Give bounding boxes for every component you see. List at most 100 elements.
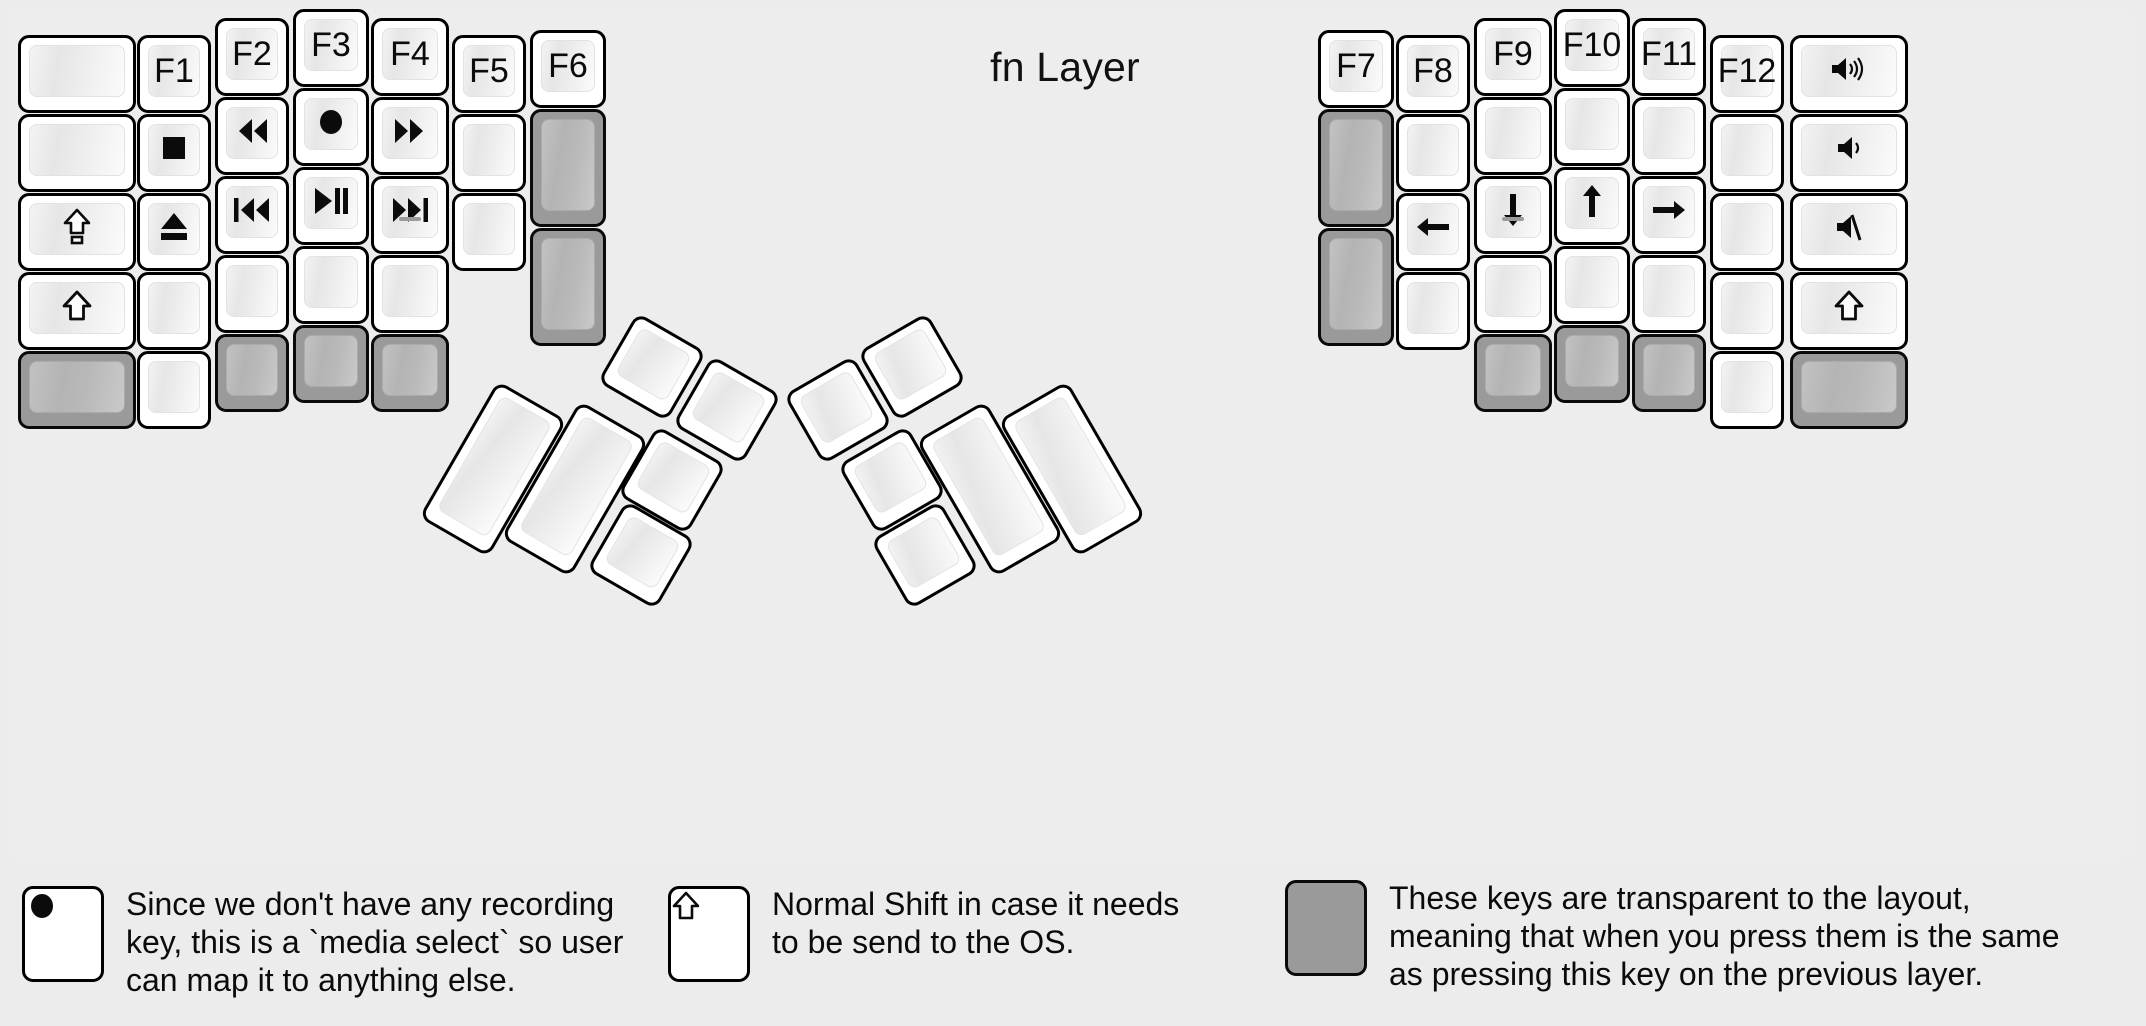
right-pinky-key-4[interactable] xyxy=(1710,351,1784,429)
left-ring-key-4[interactable] xyxy=(215,334,289,412)
right-pinky-outer-key-2[interactable] xyxy=(1790,193,1908,271)
legend: Since we don't have any recording key, t… xyxy=(0,866,2146,1026)
left-index-inner-key-1[interactable] xyxy=(452,114,526,192)
left-middle-key-2[interactable] xyxy=(293,167,369,245)
right-inner-key-1[interactable] xyxy=(1318,109,1394,227)
left-pinky-key-0[interactable]: F1 xyxy=(137,35,211,113)
left-pinky-outer-key-2[interactable] xyxy=(18,193,136,271)
right-ring-key-3[interactable] xyxy=(1632,255,1706,333)
keycap-surface xyxy=(29,203,125,255)
left-pinky-key-1[interactable] xyxy=(137,114,211,192)
right-inner-key-2[interactable] xyxy=(1318,228,1394,346)
right-index-inner-key-3[interactable] xyxy=(1396,272,1470,350)
right-pinky-outer-key-1[interactable] xyxy=(1790,114,1908,192)
right-pinky-key-0[interactable]: F12 xyxy=(1710,35,1784,113)
keycap-surface xyxy=(1329,119,1383,211)
keycap-surface: F8 xyxy=(1407,45,1459,97)
left-inner-key-2[interactable] xyxy=(530,228,606,346)
keycap-surface xyxy=(1329,238,1383,330)
left-pinky-outer-key-3[interactable] xyxy=(18,272,136,350)
left-ring-key-0[interactable]: F2 xyxy=(215,18,289,96)
left-pinky-key-4[interactable] xyxy=(137,351,211,429)
key-label: F6 xyxy=(548,47,588,85)
key-label: F12 xyxy=(1717,52,1777,90)
legend-item-transparent: These keys are transparent to the layout… xyxy=(1285,880,2125,993)
legend-text-transparent: These keys are transparent to the layout… xyxy=(1389,880,2060,992)
media-eject-icon xyxy=(157,208,191,250)
right-middle-key-3[interactable] xyxy=(1554,246,1630,324)
left-ring-key-3[interactable] xyxy=(215,255,289,333)
left-index-key-1[interactable] xyxy=(371,97,449,175)
left-inner-key-0[interactable]: F6 xyxy=(530,30,606,108)
keycap-surface xyxy=(148,124,200,176)
right-pinky-outer-key-0[interactable] xyxy=(1790,35,1908,113)
left-middle-key-1[interactable] xyxy=(293,88,369,166)
keycap-surface xyxy=(634,439,713,516)
right-middle-key-0[interactable]: F10 xyxy=(1554,9,1630,87)
left-index-inner-key-0[interactable]: F5 xyxy=(452,35,526,113)
left-middle-key-0[interactable]: F3 xyxy=(293,9,369,87)
right-index-key-1[interactable] xyxy=(1474,97,1552,175)
key-label: F7 xyxy=(1336,47,1376,85)
left-index-key-3[interactable] xyxy=(371,255,449,333)
media-record-icon xyxy=(314,105,348,144)
keycap-surface xyxy=(148,361,200,413)
left-middle-key-4[interactable] xyxy=(293,325,369,403)
left-index-key-4[interactable] xyxy=(371,334,449,412)
left-pinky-outer-key-4[interactable] xyxy=(18,351,136,429)
right-middle-key-1[interactable] xyxy=(1554,88,1630,166)
left-inner-key-1[interactable] xyxy=(530,109,606,227)
right-pinky-key-1[interactable] xyxy=(1710,114,1784,192)
key-label: F3 xyxy=(311,26,351,64)
left-ring-key-2[interactable] xyxy=(215,176,289,254)
keycap-surface: F6 xyxy=(541,40,595,92)
left-pinky-key-2[interactable] xyxy=(137,193,211,271)
right-ring-key-2[interactable] xyxy=(1632,176,1706,254)
keycap-surface xyxy=(29,282,125,334)
right-index-inner-key-1[interactable] xyxy=(1396,114,1470,192)
right-ring-key-1[interactable] xyxy=(1632,97,1706,175)
left-pinky-outer-key-0[interactable] xyxy=(18,35,136,113)
keycap-surface xyxy=(1721,124,1773,176)
keycap-surface xyxy=(1485,344,1541,396)
keycap-surface xyxy=(226,344,278,396)
left-ring-key-1[interactable] xyxy=(215,97,289,175)
keycap-surface xyxy=(1801,124,1897,176)
keycap-surface xyxy=(1565,177,1619,229)
right-index-key-0[interactable]: F9 xyxy=(1474,18,1552,96)
left-index-key-2[interactable] xyxy=(371,176,449,254)
right-inner-key-0[interactable]: F7 xyxy=(1318,30,1394,108)
right-index-key-3[interactable] xyxy=(1474,255,1552,333)
media-play-pause-icon xyxy=(312,185,350,222)
keycap-surface xyxy=(304,177,358,229)
right-index-inner-key-2[interactable] xyxy=(1396,193,1470,271)
keycap-surface xyxy=(1643,265,1695,317)
keycap-surface xyxy=(304,335,358,387)
right-pinky-key-3[interactable] xyxy=(1710,272,1784,350)
left-pinky-outer-key-1[interactable] xyxy=(18,114,136,192)
media-stop-icon xyxy=(157,131,191,170)
keycap-surface xyxy=(1721,282,1773,334)
right-pinky-key-2[interactable] xyxy=(1710,193,1784,271)
keycap-surface xyxy=(382,186,438,238)
keycap-surface xyxy=(671,889,747,928)
right-pinky-outer-key-4[interactable] xyxy=(1790,351,1908,429)
right-pinky-outer-key-3[interactable] xyxy=(1790,272,1908,350)
right-index-key-4[interactable] xyxy=(1474,334,1552,412)
left-index-key-0[interactable]: F4 xyxy=(371,18,449,96)
right-middle-key-2[interactable] xyxy=(1554,167,1630,245)
right-ring-key-0[interactable]: F11 xyxy=(1632,18,1706,96)
left-middle-key-3[interactable] xyxy=(293,246,369,324)
right-ring-key-4[interactable] xyxy=(1632,334,1706,412)
shift-arrow-icon xyxy=(61,289,93,328)
right-middle-key-4[interactable] xyxy=(1554,325,1630,403)
left-index-inner-key-2[interactable] xyxy=(452,193,526,271)
right-index-key-2[interactable] xyxy=(1474,176,1552,254)
left-pinky-key-3[interactable] xyxy=(137,272,211,350)
right-index-inner-key-0[interactable]: F8 xyxy=(1396,35,1470,113)
keycap-surface xyxy=(1485,265,1541,317)
keycap-surface: F5 xyxy=(463,45,515,97)
keycap-surface: F12 xyxy=(1718,45,1776,97)
keycap-surface xyxy=(541,119,595,211)
